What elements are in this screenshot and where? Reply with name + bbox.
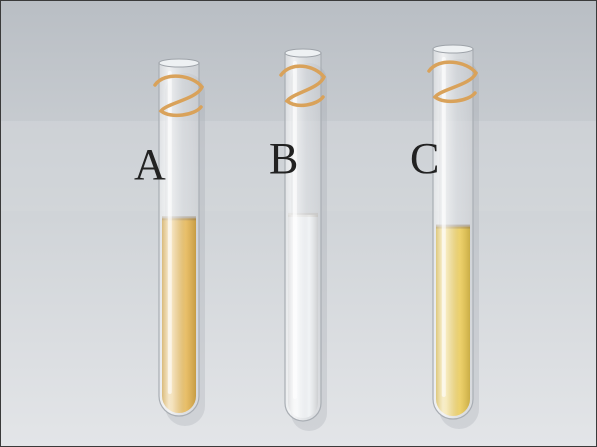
tube-group: A B C <box>134 44 479 431</box>
tube-label-a: A <box>134 140 166 189</box>
tube-highlight <box>167 71 172 394</box>
rubber-band <box>427 60 479 104</box>
tube-glass <box>432 48 474 420</box>
test-tube-a: A <box>134 58 205 426</box>
tube-rim <box>432 44 474 54</box>
tube-rim <box>284 48 322 58</box>
test-tube-c: C <box>410 44 479 429</box>
rubber-band <box>279 64 327 108</box>
tube-rim <box>158 58 200 68</box>
test-tube-b: B <box>269 48 327 431</box>
rubber-band <box>153 74 205 118</box>
tube-highlight <box>292 61 297 399</box>
tube-glass <box>284 52 322 422</box>
tube-label-b: B <box>269 134 298 183</box>
tube-highlight <box>441 57 446 397</box>
tube-label-c: C <box>410 134 439 183</box>
